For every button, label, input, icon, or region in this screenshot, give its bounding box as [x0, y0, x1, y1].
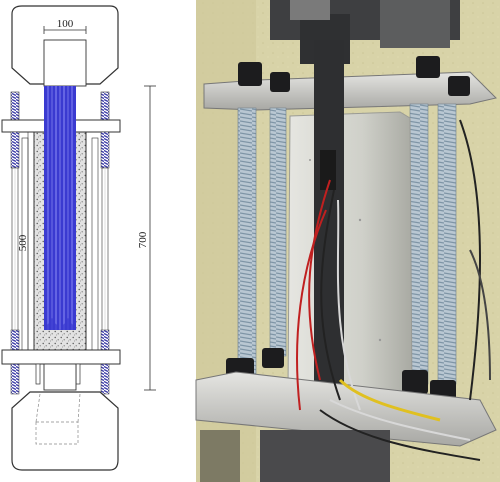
bottom-nut-right — [100, 363, 110, 395]
dimension-100: 100 — [43, 18, 87, 34]
bottom-nut-left — [10, 363, 20, 395]
dimension-700: 700 — [137, 85, 156, 391]
bottom-grip — [11, 391, 119, 471]
right-threaded-rods — [100, 131, 110, 351]
top-nuts-photo — [238, 56, 470, 96]
strain-gauge-wires — [296, 119, 491, 461]
upper-bar-extension — [43, 39, 87, 87]
bottom-plate — [195, 371, 497, 447]
top-nut-right — [100, 91, 110, 125]
dimension-label-100: 100 — [57, 18, 74, 30]
threaded-rods-photo — [237, 103, 457, 385]
bottom-grip-inner — [35, 393, 81, 445]
machine-base — [200, 430, 390, 482]
dimension-label-500: 500 — [17, 234, 29, 251]
bottom-end-plate — [1, 349, 121, 365]
dimension-500: 500 — [17, 132, 29, 350]
technical-drawing: 100 — [1, 5, 156, 471]
lower-bar-extension — [43, 363, 77, 391]
dimension-label-700: 700 — [137, 231, 149, 248]
concrete-specimen-photo — [287, 111, 413, 399]
left-threaded-rods — [10, 131, 20, 351]
top-nut-left — [10, 91, 20, 125]
test-photo — [195, 0, 500, 482]
right-guide — [91, 137, 99, 351]
steel-bar — [44, 86, 76, 330]
